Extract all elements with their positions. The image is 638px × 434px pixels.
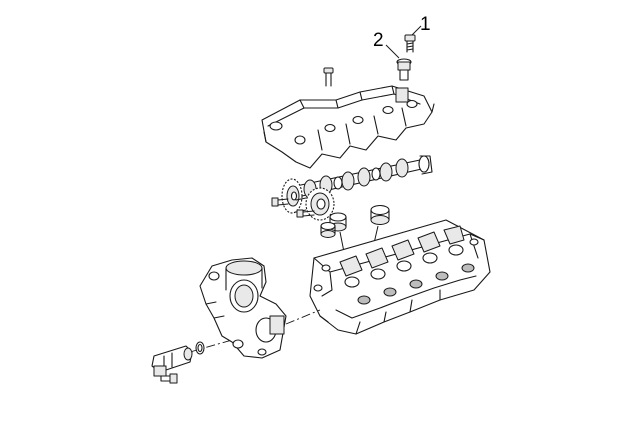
assembly-centerline — [285, 309, 321, 325]
timing-housing — [199, 257, 287, 359]
camshaft-adjuster — [295, 187, 335, 221]
fitting-bolt — [160, 373, 178, 384]
callout-2-label: 2 — [373, 30, 384, 51]
callout-1-label: 1 — [420, 14, 431, 35]
cover-bolt — [323, 67, 334, 87]
lifter-3 — [370, 204, 390, 225]
callout-2-leader — [385, 44, 400, 59]
o-ring — [195, 341, 205, 355]
adjuster-bolt — [296, 209, 315, 218]
cylinder-head — [309, 219, 491, 335]
lifter-2 — [320, 221, 336, 238]
callout-1[interactable]: 1 — [410, 14, 431, 37]
valve-lifters — [320, 204, 390, 263]
bolt-item-1 — [404, 34, 416, 53]
camshaft-cover — [261, 85, 435, 169]
camshaft-sprocket — [281, 178, 303, 214]
sprocket-bolt — [271, 197, 289, 207]
seal-item-2 — [396, 58, 412, 81]
coolant-fitting — [151, 345, 193, 377]
callout-2[interactable]: 2 — [373, 30, 400, 59]
callout-1-leader — [410, 25, 422, 37]
